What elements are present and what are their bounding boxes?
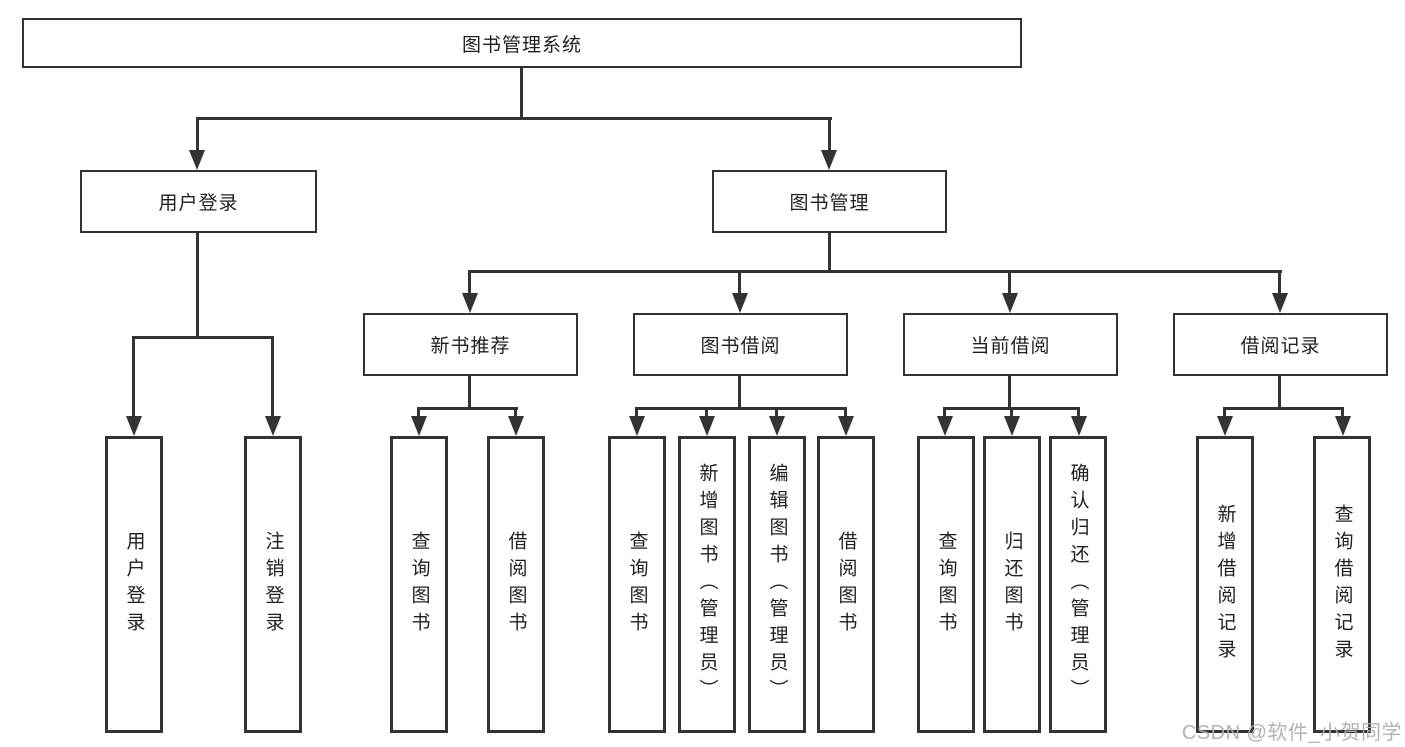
arrowhead-to-cb-query-icon [937,416,953,436]
edge-br-stem [1278,376,1281,410]
arrowhead-to-br-add-icon [1217,416,1233,436]
edge-to-borrowing-records [1278,270,1281,293]
arrowhead-to-cb-confirm-icon [1071,416,1087,436]
edge-to-book-borrowing [738,270,741,293]
node-user-login: 用户登录 [80,170,317,233]
arrowhead-to-bb-add-icon [699,416,715,436]
edge-bb-bar [635,407,847,410]
edge-to-leaf-user-login [132,336,135,416]
node-book-borrowing-label: 图书借阅 [700,336,781,357]
edge-to-cb-query [943,407,946,416]
edge-to-cb-return [1010,407,1013,416]
edge-nbr-bar [417,407,518,410]
node-user-login-label: 用户登录 [158,193,239,214]
arrowhead-to-borrowing-records-icon [1272,293,1288,313]
edge-user-login-stem [196,233,199,339]
edge-nbr-stem [468,376,471,410]
edge-to-current-borrowing [1008,270,1011,293]
node-current-borrowing: 当前借阅 [903,313,1118,376]
node-book-management: 图书管理 [712,170,947,233]
leaf-bb-query-books-label: 查询图书 [626,530,648,639]
node-book-borrowing: 图书借阅 [633,313,848,376]
node-new-book-recommendation: 新书推荐 [363,313,578,376]
leaf-bb-add-book-admin: 新增图书（管理员） [678,436,736,733]
leaf-nbr-borrow-books: 借阅图书 [487,436,545,733]
edge-user-login-bar [132,336,274,339]
leaf-bb-edit-book-admin: 编辑图书（管理员） [748,436,806,733]
edge-book-management-bar [468,270,1282,273]
leaf-logout: 注销登录 [244,436,302,733]
leaf-cb-query-books: 查询图书 [917,436,975,733]
edge-to-bb-edit [775,407,778,416]
leaf-nbr-borrow-books-label: 借阅图书 [505,530,527,639]
edge-to-bb-add [705,407,708,416]
leaf-user-login: 用户登录 [105,436,163,733]
node-borrowing-records: 借阅记录 [1173,313,1388,376]
leaf-br-query-record-label: 查询借阅记录 [1331,503,1353,666]
leaf-cb-return-books-label: 归还图书 [1001,530,1023,639]
leaf-cb-confirm-return-admin: 确认归还（管理员） [1049,436,1107,733]
arrowhead-to-bb-borrow-icon [838,416,854,436]
leaf-bb-edit-book-admin-label: 编辑图书（管理员） [766,463,788,706]
node-borrowing-records-label: 借阅记录 [1240,336,1321,357]
arrowhead-to-book-borrowing-icon [732,293,748,313]
edge-to-cb-confirm [1077,407,1080,416]
edge-to-bb-borrow [844,407,847,416]
arrowhead-to-bb-edit-icon [769,416,785,436]
leaf-cb-return-books: 归还图书 [983,436,1041,733]
leaf-cb-confirm-return-admin-label: 确认归还（管理员） [1067,463,1089,706]
node-root: 图书管理系统 [22,18,1022,68]
leaf-logout-label: 注销登录 [262,530,284,639]
arrowhead-to-br-query-icon [1335,416,1351,436]
leaf-nbr-query-books-label: 查询图书 [408,530,430,639]
leaf-bb-add-book-admin-label: 新增图书（管理员） [696,463,718,706]
arrowhead-to-current-borrowing-icon [1002,293,1018,313]
edge-book-management-stem [828,233,831,273]
leaf-bb-borrow-books-label: 借阅图书 [835,530,857,639]
leaf-bb-query-books: 查询图书 [608,436,666,733]
node-root-label: 图书管理系统 [461,34,582,56]
csdn-watermark: CSDN @软件_小贺同学 [1181,722,1402,744]
arrowhead-to-new-book-recommendation-icon [462,293,478,313]
edge-to-br-query [1341,407,1344,416]
edge-to-book-management [828,117,831,150]
edge-root-bar [196,117,832,120]
leaf-user-login-label: 用户登录 [123,530,145,639]
leaf-cb-query-books-label: 查询图书 [935,530,957,639]
arrowhead-to-nbr-query-icon [411,416,427,436]
edge-bb-stem [738,376,741,410]
leaf-br-query-record: 查询借阅记录 [1313,436,1371,733]
edge-to-leaf-logout [271,336,274,416]
edge-br-bar [1223,407,1344,410]
node-book-management-label: 图书管理 [789,193,870,214]
node-current-borrowing-label: 当前借阅 [970,336,1051,357]
edge-cb-stem [1008,376,1011,410]
edge-to-new-book-recommendation [468,270,471,293]
edge-to-nbr-borrow [514,407,517,416]
arrowhead-to-leaf-logout-icon [265,416,281,436]
arrowhead-to-nbr-borrow-icon [508,416,524,436]
leaf-bb-borrow-books: 借阅图书 [817,436,875,733]
arrowhead-to-user-login-icon [189,150,205,170]
leaf-br-add-record-label: 新增借阅记录 [1214,503,1236,666]
arrowhead-to-cb-return-icon [1004,416,1020,436]
arrowhead-to-leaf-user-login-icon [126,416,142,436]
arrowhead-to-book-management-icon [821,150,837,170]
edge-root-stem [520,68,523,117]
node-new-book-recommendation-label: 新书推荐 [430,336,511,357]
edge-to-user-login [196,117,199,150]
leaf-nbr-query-books: 查询图书 [390,436,448,733]
edge-to-bb-query [635,407,638,416]
leaf-br-add-record: 新增借阅记录 [1196,436,1254,733]
edge-to-br-add [1223,407,1226,416]
edge-to-nbr-query [417,407,420,416]
arrowhead-to-bb-query-icon [629,416,645,436]
